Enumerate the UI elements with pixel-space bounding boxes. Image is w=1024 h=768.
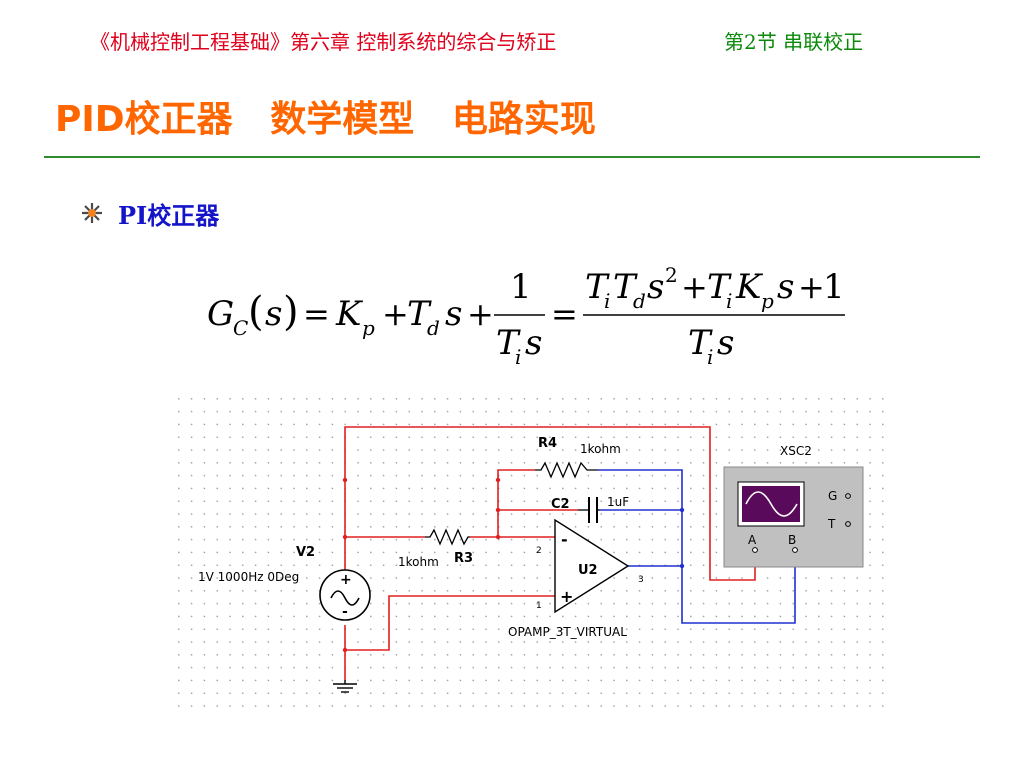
resistor-R3 <box>425 528 470 546</box>
opamp-plus: + <box>560 587 573 606</box>
ground-icon <box>333 680 357 693</box>
scope-T-label: T <box>827 517 836 531</box>
formula-sub-p: p <box>362 316 375 340</box>
ac-source-V2: + - <box>319 569 371 621</box>
scope-A-terminal <box>752 547 758 553</box>
formula-den-s: s <box>525 323 542 363</box>
wire-input-to-scope-A <box>344 426 756 600</box>
formula-n-plus1: + <box>681 268 708 306</box>
formula-n-plus2: + <box>798 268 825 306</box>
section-title: 第2节 串联校正 <box>724 30 864 54</box>
resistor-R4 <box>535 461 598 479</box>
formula-n-K: K <box>735 267 764 307</box>
formula-n-p: p <box>761 289 774 313</box>
c2-value: 1uF <box>607 495 629 509</box>
opamp-name: U2 <box>578 563 598 578</box>
formula-lparen: ( <box>248 289 264 335</box>
formula-eq2: = <box>551 295 578 333</box>
formula-n-s2: s <box>777 267 794 307</box>
title-divider <box>44 156 980 158</box>
blue-wires <box>598 469 796 624</box>
capacitor-C2 <box>578 497 600 523</box>
scope-A-label: A <box>748 533 757 547</box>
scope-T-terminal <box>845 521 851 527</box>
pin-3: 3 <box>638 575 644 585</box>
pin-1: 1 <box>536 601 542 611</box>
formula-n-s1: s <box>647 267 664 307</box>
red-wires <box>344 426 756 680</box>
formula-sub-d: d <box>427 316 440 340</box>
formula-K: K <box>335 294 364 334</box>
formula-eq1: = <box>303 295 330 333</box>
formula-plus2: + <box>467 295 494 333</box>
opamp-minus: - <box>561 530 568 549</box>
r3-value: 1kohm <box>398 555 439 569</box>
formula-den-T: T <box>496 323 521 363</box>
junction-dots <box>342 477 685 653</box>
formula-n-T1: T <box>585 267 610 307</box>
formula-rparen: ) <box>283 289 299 335</box>
formula-n-sq: 2 <box>665 263 678 287</box>
formula-plus1: + <box>382 295 409 333</box>
r3-name: R3 <box>454 551 473 566</box>
formula-d-T: T <box>688 323 713 363</box>
bullet-label: PI校正器 <box>118 200 220 230</box>
source-minus: - <box>342 604 348 620</box>
formula-G: G <box>207 294 234 334</box>
scope-G-terminal <box>845 493 851 499</box>
opamp-model: OPAMP_3T_VIRTUAL <box>508 625 627 639</box>
wire-noninv-to-ground <box>345 595 555 651</box>
formula-n-i1: i <box>604 289 610 313</box>
formula-T: T <box>407 294 432 334</box>
formula-s2: s <box>445 294 462 334</box>
formula-num-1: 1 <box>510 267 532 307</box>
slide-title: PID校正器 数学模型 电路实现 <box>55 99 596 140</box>
c2-name: C2 <box>551 497 570 512</box>
formula-n-i2: i <box>726 289 732 313</box>
scope-waveform <box>745 491 798 517</box>
r4-name: R4 <box>538 436 557 451</box>
formula-sub-C: C <box>233 316 248 340</box>
formula-d-s: s <box>717 323 734 363</box>
formula-den-i: i <box>515 345 521 368</box>
scope-B-terminal <box>792 547 798 553</box>
formula-s1: s <box>265 294 282 334</box>
wire-to-R4 <box>497 469 535 537</box>
formula-n-T2: T <box>613 267 638 307</box>
transfer-function-formula: G C ( s ) = K p + T d s + 1 T i s = T i … <box>207 263 845 368</box>
scope-B-label: B <box>788 533 796 547</box>
scope-name: XSC2 <box>780 444 812 458</box>
starburst-bullet-icon <box>82 203 102 223</box>
chapter-title: 《机械控制工程基础》第六章 控制系统的综合与矫正 <box>90 30 557 54</box>
formula-n-d: d <box>633 289 646 313</box>
source-plus: + <box>340 572 352 588</box>
bullet-item: PI校正器 <box>80 196 219 230</box>
v2-value: 1V 1000Hz 0Deg <box>198 570 299 584</box>
formula-n-T3: T <box>707 267 732 307</box>
wire-output-to-scope-B <box>598 469 796 624</box>
formula-d-i: i <box>707 345 713 368</box>
pin-2: 2 <box>536 546 542 556</box>
scope-G-label: G <box>828 489 837 503</box>
formula-n-one: 1 <box>823 267 845 307</box>
v2-name: V2 <box>296 545 315 560</box>
opamp-U2 <box>554 518 630 614</box>
r4-value: 1kohm <box>580 442 621 456</box>
